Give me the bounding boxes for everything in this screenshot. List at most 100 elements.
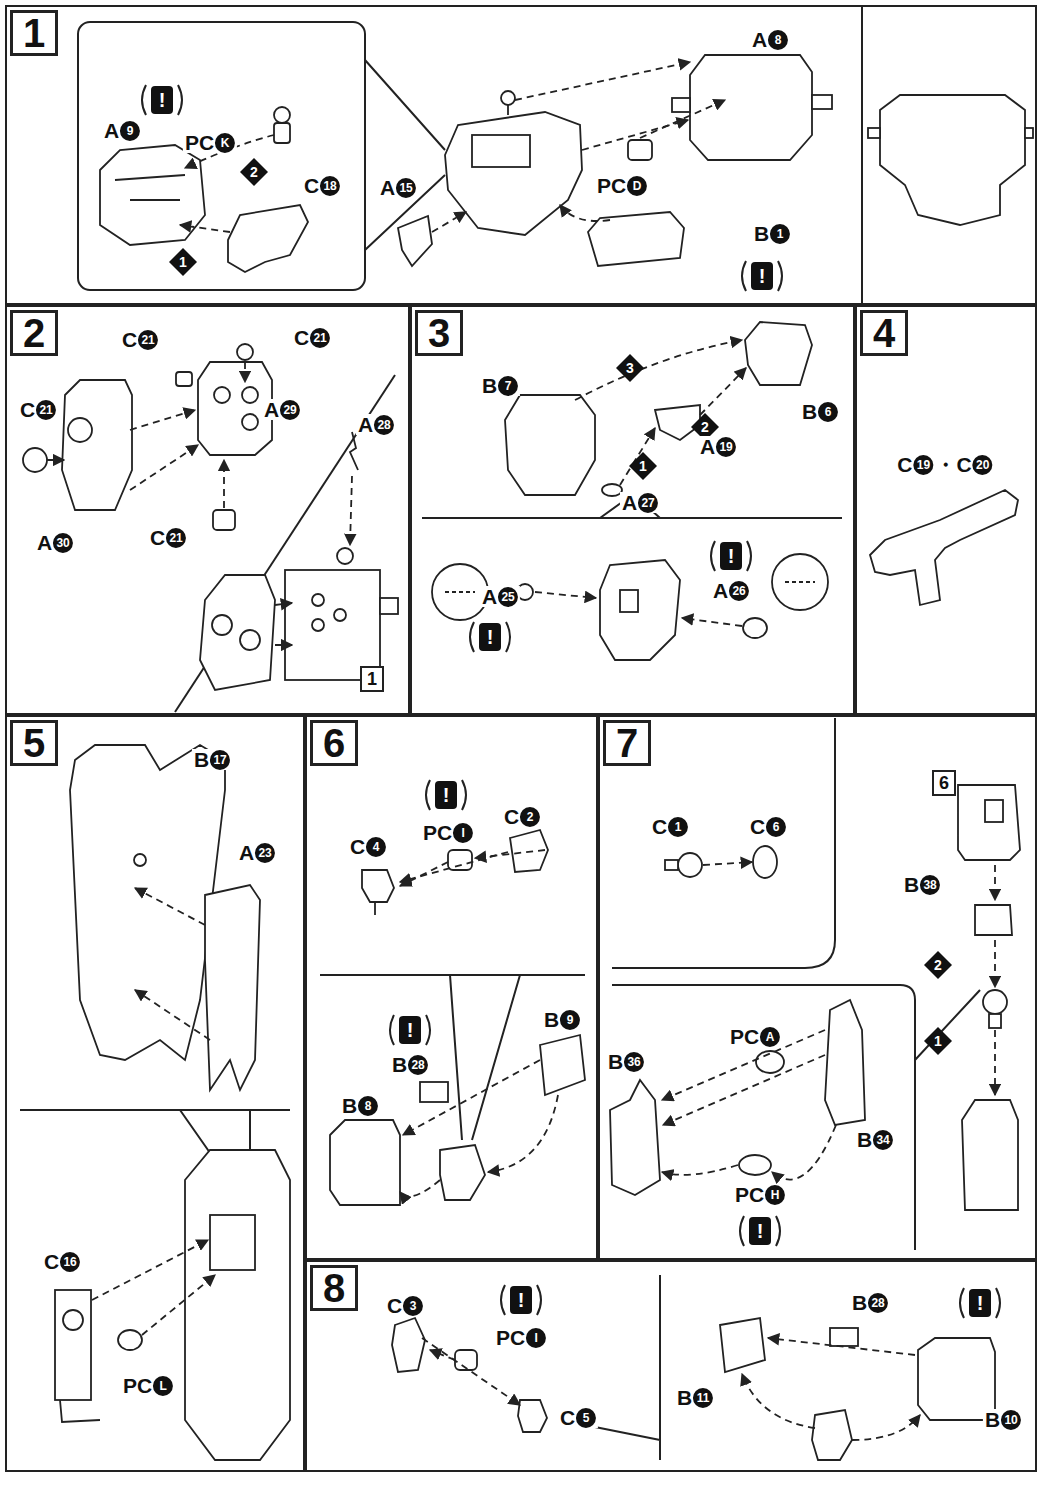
part-letter: A bbox=[622, 492, 637, 513]
part-label-text: C18 bbox=[302, 175, 342, 196]
part-label-text: B8 bbox=[340, 1095, 380, 1116]
caution-mark: ! bbox=[510, 1286, 532, 1314]
part-label-text: B10 bbox=[983, 1409, 1023, 1430]
part-letter: C bbox=[750, 816, 765, 837]
order-callout: 1 bbox=[924, 1027, 952, 1055]
part-label-text: B17 bbox=[192, 749, 232, 770]
part-number: 4 bbox=[366, 837, 386, 857]
bracket bbox=[776, 1216, 780, 1246]
part-number: 7 bbox=[498, 376, 518, 396]
part-letter: B bbox=[608, 1051, 623, 1072]
part-number: 9 bbox=[120, 121, 140, 141]
caution-icon: ! bbox=[751, 262, 773, 290]
part-letter: A bbox=[752, 29, 767, 50]
part-label-text: B7 bbox=[480, 375, 520, 396]
part-label: B28 bbox=[850, 1292, 890, 1314]
step-number-box: 4 bbox=[860, 310, 908, 356]
part-label-text: A30 bbox=[35, 532, 75, 553]
step-panel: 5 bbox=[5, 715, 305, 1472]
part-letter: A bbox=[37, 532, 52, 553]
part-label-text: C3 bbox=[385, 1295, 425, 1316]
part-label-text: C2 bbox=[502, 806, 542, 827]
part-label-text: C21 bbox=[148, 527, 188, 548]
part-label: A25 bbox=[480, 586, 520, 608]
bracket bbox=[778, 261, 782, 291]
part-label: A9 bbox=[102, 120, 142, 142]
caution-icon: ! bbox=[399, 1016, 421, 1044]
bracket bbox=[462, 780, 466, 810]
part-letter: C bbox=[504, 806, 519, 827]
part-number: 38 bbox=[920, 875, 940, 895]
step-panel: 4 bbox=[855, 305, 1037, 715]
caution-mark: ! bbox=[151, 86, 173, 114]
part-label-text: PCL bbox=[121, 1375, 175, 1396]
part-label-text: A28 bbox=[356, 414, 396, 435]
part-number: 15 bbox=[396, 178, 416, 198]
part-label: C1 bbox=[650, 816, 690, 838]
part-letter: A bbox=[104, 120, 119, 141]
part-label-text: C21 bbox=[292, 327, 332, 348]
part-label: B28 bbox=[390, 1054, 430, 1076]
step-number-box: 1 bbox=[10, 10, 58, 56]
bracket bbox=[742, 261, 746, 291]
part-label-text: C6 bbox=[748, 816, 788, 837]
part-letter: PC bbox=[730, 1026, 759, 1047]
part-number: 19 bbox=[716, 437, 736, 457]
caution-mark: ! bbox=[479, 623, 501, 651]
part-number: 25 bbox=[498, 587, 518, 607]
part-label-text: B38 bbox=[902, 874, 942, 895]
part-label-text: A29 bbox=[262, 399, 302, 420]
part-number: 21 bbox=[138, 330, 158, 350]
part-label-text: PCD bbox=[595, 175, 649, 196]
part-letter: C bbox=[44, 1251, 59, 1272]
caution-icon: ! bbox=[435, 781, 457, 809]
part-letter: C bbox=[387, 1295, 402, 1316]
part-label-text: B28 bbox=[390, 1054, 430, 1075]
part-letter: PC bbox=[735, 1184, 764, 1205]
part-letter: B bbox=[985, 1409, 1000, 1430]
step-number-box: 6 bbox=[310, 720, 358, 766]
part-letter: B bbox=[544, 1009, 559, 1030]
part-letter: B bbox=[802, 401, 817, 422]
part-label: PCK bbox=[183, 132, 237, 154]
part-label: B6 bbox=[800, 401, 840, 423]
order-callout: 2 bbox=[240, 158, 268, 186]
order-callout: 1 bbox=[629, 452, 657, 480]
part-number: 8 bbox=[768, 30, 788, 50]
part-number: 16 bbox=[60, 1252, 80, 1272]
part-letter: A bbox=[239, 842, 254, 863]
part-label-text: B6 bbox=[800, 401, 840, 422]
part-number: I bbox=[453, 823, 473, 843]
part-label: A30 bbox=[35, 532, 75, 554]
part-label-text: B34 bbox=[855, 1129, 895, 1150]
caution-icon: ! bbox=[151, 86, 173, 114]
part-label: A15 bbox=[378, 177, 418, 199]
part-number: 30 bbox=[53, 533, 73, 553]
step-panel: 76 bbox=[598, 715, 1037, 1260]
part-label-text: A9 bbox=[102, 120, 142, 141]
caution-icon: ! bbox=[969, 1289, 991, 1317]
part-label-text: B36 bbox=[606, 1051, 646, 1072]
part-label: C21 bbox=[120, 329, 160, 351]
bracket bbox=[142, 85, 146, 115]
reference-number: 1 bbox=[367, 670, 377, 688]
caution-mark: ! bbox=[435, 781, 457, 809]
part-label-text: A27 bbox=[620, 492, 660, 513]
part-label: C21 bbox=[148, 527, 188, 549]
part-label: A8 bbox=[750, 29, 790, 51]
part-label: B36 bbox=[606, 1051, 646, 1073]
part-letter: PC bbox=[423, 822, 452, 843]
reference-number: 6 bbox=[939, 774, 949, 792]
bracket bbox=[390, 1015, 394, 1045]
caution-icon: ! bbox=[720, 542, 742, 570]
callout-number: 1 bbox=[629, 452, 657, 480]
part-number: 1 bbox=[668, 817, 688, 837]
part-label-text: PCI bbox=[421, 822, 475, 843]
bracket bbox=[426, 1015, 430, 1045]
part-letter: B bbox=[482, 375, 497, 396]
part-label-text: PCA bbox=[728, 1026, 782, 1047]
callout-number: 1 bbox=[924, 1027, 952, 1055]
order-callout: 1 bbox=[169, 248, 197, 276]
